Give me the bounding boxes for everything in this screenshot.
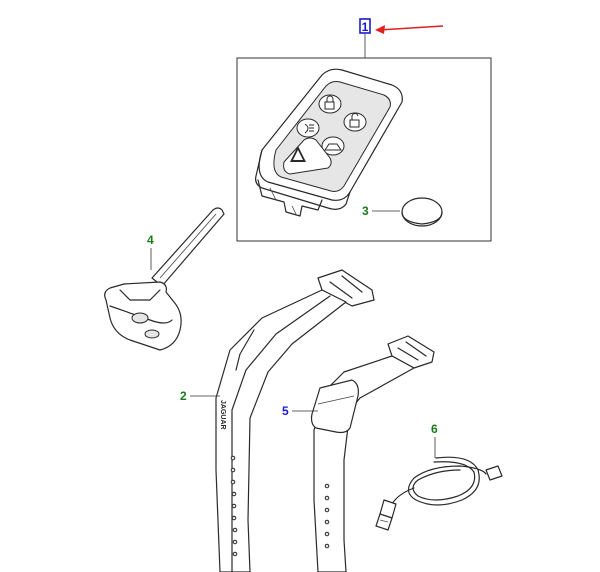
battery-edge xyxy=(401,211,443,225)
pointer-arrow-head xyxy=(375,25,385,34)
callout-3-label: 3 xyxy=(362,204,369,218)
usb-plug-connector xyxy=(375,513,393,531)
cable-device-connector xyxy=(485,465,503,481)
fob-tailgate-button xyxy=(321,136,345,156)
callout-6-group: 6 xyxy=(431,422,438,458)
callout-1-highlight-box xyxy=(359,18,371,34)
callout-5-label: 5 xyxy=(282,404,289,418)
band-module xyxy=(310,379,359,434)
fob-lights-button xyxy=(296,118,320,138)
callout-4-group: 4 xyxy=(147,233,154,270)
unlock-icon xyxy=(349,119,360,128)
strap-brand-text: JAGUAR xyxy=(219,400,226,430)
callout-5-group: 5 xyxy=(282,404,318,418)
fob-side-edge xyxy=(255,149,351,210)
callout-4-label: 4 xyxy=(147,233,154,247)
strap-inner-edge xyxy=(231,295,331,572)
activity-key-band xyxy=(310,335,435,572)
emergency-key-blade xyxy=(104,207,225,351)
key-fob xyxy=(255,68,403,217)
key-head-grip xyxy=(131,312,149,324)
wristband-strap: JAGUAR xyxy=(215,269,375,572)
coin-battery xyxy=(401,197,443,227)
key-fob-group-frame xyxy=(236,57,492,242)
usb-charging-cable xyxy=(375,456,503,531)
fob-slot-detail xyxy=(269,187,297,215)
fob-unlock-button xyxy=(343,112,367,132)
band-holes xyxy=(324,483,330,549)
battery-face xyxy=(401,197,443,227)
lock-icon xyxy=(324,101,335,110)
strap-body xyxy=(215,289,347,572)
fob-lock-button xyxy=(318,94,342,114)
callout-2-label: 2 xyxy=(180,389,187,403)
pointer-arrow-shaft xyxy=(378,25,444,31)
callout-2-group: 2 xyxy=(180,389,220,403)
callout-1-group: 1 xyxy=(359,18,444,58)
cable-loop xyxy=(407,456,487,506)
strap-holes xyxy=(230,455,238,557)
fob-panic-button xyxy=(283,137,332,175)
callout-1-label: 1 xyxy=(362,20,369,34)
fob-key-slot xyxy=(257,179,323,217)
callout-6-label: 6 xyxy=(431,422,438,436)
tailgate-icon xyxy=(324,143,342,151)
callout-3-group: 3 xyxy=(362,204,400,218)
headlight-icon xyxy=(304,123,314,134)
